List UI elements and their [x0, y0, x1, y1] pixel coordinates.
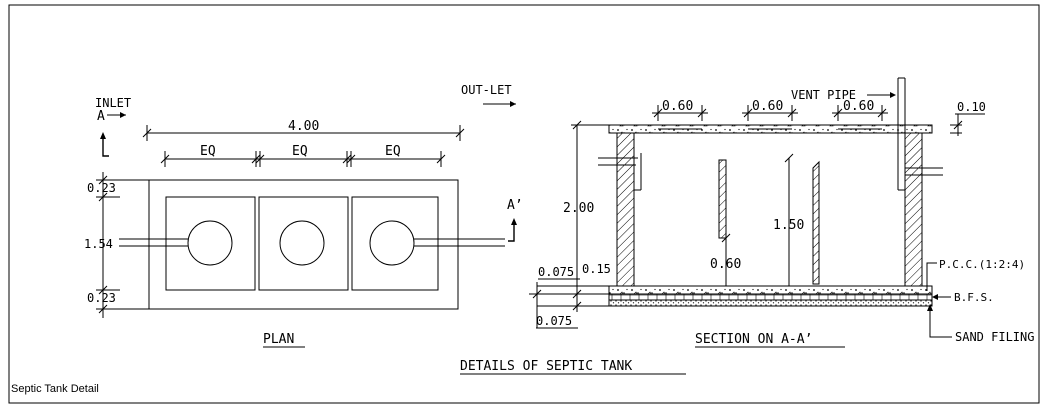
section-line-start [102, 138, 109, 157]
inlet-label: INLET [95, 96, 131, 110]
section-outlet-tee [897, 172, 906, 191]
baffle-gap-dim: 0.60 [710, 257, 741, 272]
pcc-label: P.C.C.(1:2:4) [939, 258, 1025, 271]
section-mark-end: A’ [507, 198, 523, 213]
eq-label-3: EQ [385, 144, 401, 159]
caption: Septic Tank Detail [11, 383, 99, 395]
plan-outer-wall [148, 179, 459, 310]
section-line-end [508, 223, 515, 242]
baffle-2 [812, 160, 820, 285]
plan-label: PLAN [263, 332, 294, 347]
section-inlet-pipe [598, 157, 638, 166]
drawing-border [8, 4, 1040, 404]
drawing-title: DETAILS OF SEPTIC TANK [460, 359, 632, 374]
inner-width-dim: 1.54 [84, 237, 113, 251]
dim-tick [142, 128, 152, 138]
vent-pipe-label: VENT PIPE [791, 88, 856, 102]
section-outlet-pipe [905, 167, 943, 176]
vent-arrow-icon [890, 92, 896, 98]
manhole-3 [369, 220, 415, 266]
dim-tick [455, 128, 465, 138]
floor-base-dim: 0.075 [536, 314, 572, 328]
left-wall [616, 132, 635, 287]
floor-bfs [608, 293, 933, 301]
sand-leader [929, 307, 952, 338]
dim-tick [572, 301, 582, 311]
wall-top-dim: 0.23 [87, 181, 116, 195]
manhole-1 [187, 220, 233, 266]
dim-tick [784, 153, 794, 163]
floor-pcc-dim: 0.075 [538, 265, 574, 279]
opening-dim-ticks [653, 105, 887, 121]
bfs-arrow-icon [932, 294, 938, 300]
floor-total-dim: 0.15 [582, 262, 611, 276]
section-view: VENT PIPE 1.50 0.60 0.60 0.60 [529, 77, 1034, 348]
vent-pipe [897, 77, 906, 172]
eq-label-1: EQ [200, 144, 216, 159]
bfs-label: B.F.S. [954, 291, 994, 304]
eq-ticks [160, 151, 446, 167]
pcc-leader [926, 262, 937, 291]
opening-dim-3: 0.60 [843, 99, 874, 114]
dim-tick [532, 289, 542, 299]
overall-length-label: 4.00 [288, 119, 319, 134]
sand-label: SAND FILING [955, 330, 1034, 344]
baffle-1 [718, 159, 727, 239]
dim-tick [572, 120, 582, 130]
section-inlet-tee [633, 153, 642, 191]
eq-label-2: EQ [292, 144, 308, 159]
plan-chamber-2 [258, 196, 349, 291]
floor-pcc [608, 285, 933, 295]
floor-sand [608, 299, 933, 307]
plan-chamber-1 [165, 196, 256, 291]
opening-dim-2: 0.60 [752, 99, 783, 114]
opening-dim-1: 0.60 [662, 99, 693, 114]
sand-arrow-icon [927, 304, 933, 311]
section-mark-start: A [97, 109, 105, 124]
depth-dim: 2.00 [563, 201, 594, 216]
section-label: SECTION ON A-A’ [695, 332, 812, 347]
dim-tick [572, 289, 582, 299]
vertical-dim-ticks [96, 175, 149, 314]
baffle-height-dim: 1.50 [773, 218, 804, 233]
outlet-arrow-head-icon [510, 101, 516, 107]
dim-tick [953, 120, 963, 130]
slab-thickness-dim: 0.10 [957, 100, 986, 114]
outlet-label: OUT-LET [461, 83, 512, 97]
plan-view: INLET A 4.00 EQ EQ EQ [84, 83, 523, 348]
plan-chamber-3 [351, 196, 439, 291]
right-wall [904, 132, 923, 287]
inlet-arrow-head-icon [120, 112, 126, 118]
manhole-2 [279, 220, 325, 266]
section-arrow-up-icon [100, 132, 106, 139]
wall-bottom-dim: 0.23 [87, 291, 116, 305]
section-arrow-up-icon-2 [511, 218, 517, 225]
dim-tick [721, 233, 731, 243]
